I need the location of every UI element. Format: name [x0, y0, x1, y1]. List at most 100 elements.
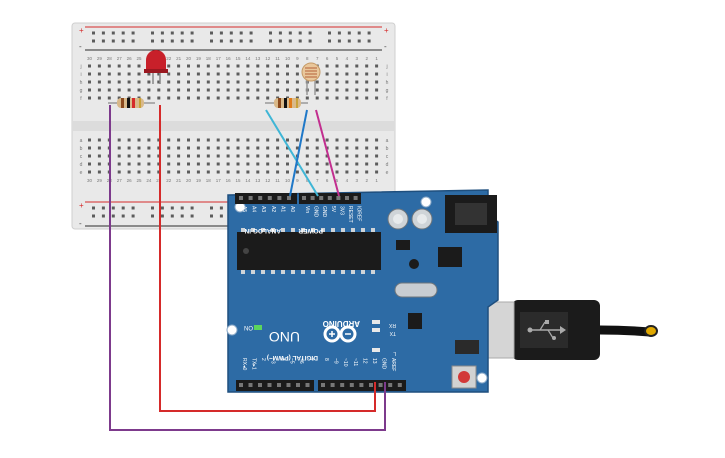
header-pin[interactable]: [378, 383, 383, 387]
breadboard-hole: [157, 170, 161, 174]
breadboard-hole: [147, 154, 151, 158]
header-pin[interactable]: [287, 196, 291, 200]
wire-blue[interactable]: [289, 109, 308, 197]
header-pin[interactable]: [321, 383, 325, 387]
breadboard-hole: [355, 80, 359, 84]
header-pin[interactable]: [248, 383, 253, 387]
wire-purple-gnd[interactable]: [109, 105, 386, 431]
header-pin[interactable]: [258, 383, 262, 387]
column-number-bottom: 4: [346, 178, 349, 183]
header-pin[interactable]: [330, 383, 335, 387]
header-pin[interactable]: [296, 383, 300, 387]
breadboard-hole: [167, 96, 171, 100]
arduino-logo: [323, 325, 357, 343]
breadboard-hole: [246, 88, 250, 92]
breadboard-hole: [196, 170, 200, 174]
breadboard-hole: [177, 138, 181, 142]
breadboard-hole: [117, 80, 121, 84]
header-pin[interactable]: [286, 383, 291, 387]
breadboard-hole: [305, 138, 309, 142]
row-letter-right: d: [386, 162, 389, 168]
breadboard-hole: [305, 170, 309, 174]
breadboard-hole: [355, 170, 359, 174]
wire-cyan[interactable]: [265, 109, 319, 197]
header-pin[interactable]: [340, 383, 345, 387]
reset-button-cap[interactable]: [458, 371, 470, 383]
breadboard-hole: [355, 146, 359, 150]
breadboard-hole: [147, 80, 151, 84]
header-pin[interactable]: [369, 383, 373, 387]
chip-pin: [281, 228, 285, 232]
breadboard-hole: [335, 154, 339, 158]
breadboard-hole: [355, 154, 359, 158]
breadboard-hole: [325, 162, 329, 166]
header-pin[interactable]: [388, 383, 393, 387]
resistor-1[interactable]: [108, 98, 155, 108]
status-led-label: L: [393, 350, 396, 356]
resistor-2[interactable]: [265, 98, 308, 108]
header-pin[interactable]: [267, 383, 272, 387]
header-pin[interactable]: [349, 383, 354, 387]
breadboard-hole: [305, 162, 309, 166]
header-pin[interactable]: [397, 383, 402, 387]
row-letter-left: e: [80, 170, 83, 176]
rail-plus-label-bottom: +: [79, 201, 84, 210]
header-pin[interactable]: [277, 196, 282, 200]
breadboard-hole: [177, 96, 181, 100]
header-pin[interactable]: [239, 383, 243, 387]
breadboard-hole: [177, 170, 181, 174]
resistor-2-band-4: [296, 98, 298, 108]
column-number-bottom: 21: [176, 178, 182, 183]
pin-label: A4: [251, 206, 257, 212]
status-led-label: RX: [388, 322, 396, 328]
breadboard-hole: [147, 162, 151, 166]
header-pin[interactable]: [327, 196, 332, 200]
header-pin[interactable]: [305, 383, 310, 387]
red-led[interactable]: [144, 50, 168, 84]
rail-hole: [160, 31, 164, 35]
breadboard-hole: [266, 88, 270, 92]
breadboard-hole: [107, 96, 111, 100]
breadboard-hole: [117, 154, 121, 158]
crystal-oscillator: [394, 282, 438, 298]
breadboard-hole: [206, 80, 210, 84]
header-pin[interactable]: [310, 196, 315, 200]
breadboard-hole: [325, 138, 329, 142]
status-led: [372, 320, 380, 324]
column-number-top: 17: [216, 56, 222, 61]
breadboard-hole: [216, 154, 220, 158]
header-pin[interactable]: [277, 383, 281, 387]
breadboard-hole: [365, 162, 369, 166]
breadboard-hole: [256, 80, 260, 84]
wire-red-pin13[interactable]: [159, 105, 376, 412]
breadboard-hole: [216, 138, 220, 142]
breadboard-hole: [216, 146, 220, 150]
header-pin[interactable]: [267, 196, 272, 200]
header-pin[interactable]: [359, 383, 364, 387]
header-pin[interactable]: [336, 196, 341, 200]
column-number-bottom: 14: [245, 178, 251, 183]
breadboard-hole: [276, 138, 280, 142]
header-pin[interactable]: [345, 196, 349, 200]
column-number-bottom: 10: [285, 178, 291, 183]
wire-magenta[interactable]: [315, 109, 340, 197]
header-pin[interactable]: [239, 196, 243, 200]
breadboard-hole: [196, 138, 200, 142]
header-pin[interactable]: [258, 196, 263, 200]
breadboard-hole: [137, 138, 141, 142]
breadboard-hole: [295, 162, 299, 166]
photoresistor[interactable]: [301, 62, 321, 95]
breadboard-hole: [226, 162, 230, 166]
header-pin[interactable]: [248, 196, 253, 200]
column-number-bottom: 1: [375, 178, 378, 183]
breadboard-hole: [345, 146, 349, 150]
header-pin[interactable]: [353, 196, 358, 200]
header-pin[interactable]: [319, 196, 324, 200]
breadboard-hole: [196, 64, 200, 68]
resistor-1-band-4: [139, 98, 141, 108]
breadboard-hole: [216, 72, 220, 76]
rail-hole: [269, 39, 272, 43]
header-pin[interactable]: [302, 196, 306, 200]
